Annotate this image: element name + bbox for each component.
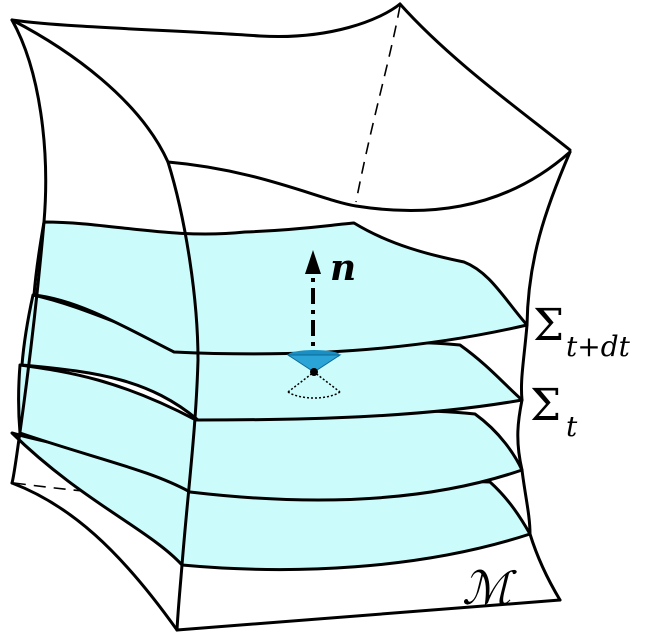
- top-cap-front-edge: [10, 2, 402, 39]
- past-light-cone-base: [287, 391, 341, 399]
- top-cap-right-edge: [398, 2, 572, 152]
- right-outer-edge: [516, 150, 572, 602]
- front-vertical-edge: [166, 160, 200, 632]
- manifold-label: ℳ: [462, 561, 517, 615]
- light-cone: [286, 350, 342, 399]
- sigma-t-subscript: t: [566, 410, 578, 443]
- event-point: [310, 368, 318, 376]
- bottom-front-edge: [175, 598, 562, 632]
- top-cap-left-edge: [10, 18, 170, 164]
- bottom-left-curve: [10, 481, 179, 632]
- hidden-back-edge-bottom: [13, 482, 119, 495]
- left-outer-edge: [10, 18, 48, 485]
- slice-sigma-t-plus-dt: [32, 220, 529, 356]
- sigma-t-plus-dt-subscript: t+dt: [566, 330, 631, 363]
- sigma-t-symbol: Σ: [530, 380, 561, 431]
- back-horizontal-curve: [166, 150, 572, 212]
- sigma-t-plus-dt-symbol: Σ: [533, 300, 564, 351]
- future-light-cone: [286, 354, 342, 373]
- normal-label: n: [330, 247, 356, 289]
- hidden-back-edge-vertical: [355, 5, 401, 203]
- normal-vector-arrowhead: [305, 250, 321, 274]
